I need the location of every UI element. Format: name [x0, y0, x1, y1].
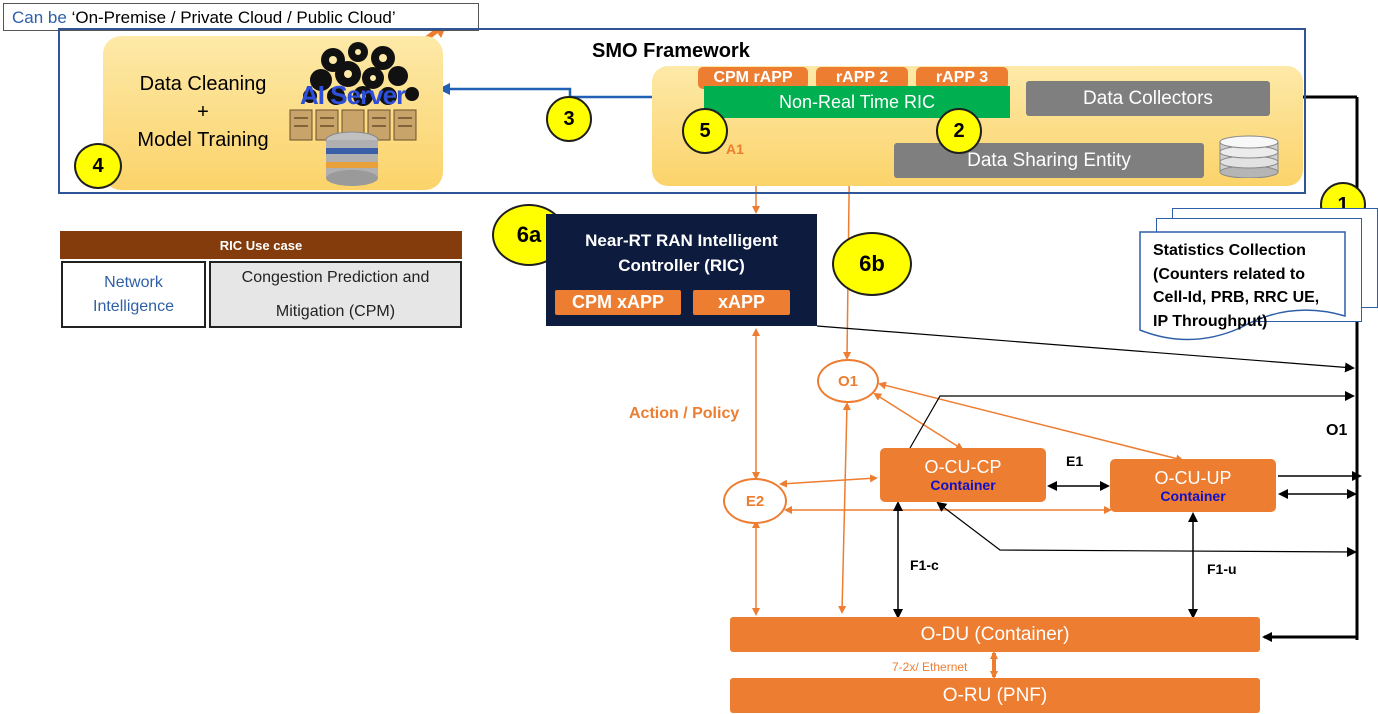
data-sharing-entity[interactable]: Data Sharing Entity: [894, 143, 1204, 178]
use-case-header: RIC Use case: [60, 231, 462, 259]
database-icon: [1218, 134, 1280, 178]
ai-training-text: Data Cleaning + Model Training: [118, 70, 288, 154]
a1-label: A1: [726, 141, 744, 157]
ai-line3: Model Training: [137, 129, 269, 151]
f1u-label: F1-u: [1207, 561, 1237, 577]
badge-6b: 6b: [832, 232, 912, 296]
stats-line3: Cell-Id, PRB, RRC UE,: [1153, 289, 1320, 306]
ai-server-graphic: [288, 38, 438, 188]
o-ru[interactable]: O-RU (PNF): [730, 678, 1260, 713]
ocuup-sub: Container: [1160, 487, 1226, 504]
use-case-col2: Congestion Prediction and Mitigation (CP…: [209, 261, 462, 328]
action-policy-label: Action / Policy: [629, 405, 740, 422]
badge-4: 4: [74, 143, 122, 189]
ai-server-label: AI Server: [300, 80, 406, 110]
col1-line1: Network: [104, 273, 163, 291]
ocucp-title: O-CU-CP: [924, 457, 1002, 477]
stats-text: Statistics Collection (Counters related …: [1153, 239, 1319, 333]
data-collectors[interactable]: Data Collectors: [1026, 81, 1270, 116]
xapp-cpm[interactable]: CPM xAPP: [555, 290, 681, 315]
callout-text: ‘On-Premise / Private Cloud / Public Clo…: [71, 8, 396, 27]
stats-line2: (Counters related to: [1153, 265, 1306, 283]
badge-5: 5: [682, 108, 728, 154]
badge-3: 3: [546, 96, 592, 142]
smo-framework-container: [58, 28, 1306, 194]
o-cu-up[interactable]: O-CU-UP Container: [1110, 459, 1276, 512]
o1-bus-label: O1: [1326, 422, 1348, 439]
near-rt-title: Near-RT RAN Intelligent Controller (RIC): [556, 228, 807, 278]
col2-line1: Congestion Prediction and: [241, 268, 430, 286]
col1-line2: Intelligence: [93, 297, 174, 315]
use-case-col1: Network Intelligence: [61, 261, 206, 328]
gear-cluster-icon: [289, 42, 419, 186]
e2-oval[interactable]: E2: [723, 478, 787, 524]
rapp-3[interactable]: rAPP 3: [916, 67, 1008, 89]
col2-line2: Mitigation (CPM): [275, 302, 396, 320]
near-rt-line2: Controller (RIC): [618, 256, 745, 275]
ai-to-ric-arrow: [438, 83, 704, 103]
cloud-callout: Can be ‘On-Premise / Private Cloud / Pub…: [3, 3, 479, 31]
near-rt-line1: Near-RT RAN Intelligent: [585, 231, 778, 250]
badge-2: 2: [936, 108, 982, 154]
o1-oval[interactable]: O1: [817, 359, 879, 403]
f1c-label: F1-c: [910, 557, 939, 573]
ai-line2: +: [197, 101, 209, 123]
stats-line4: IP Throughput): [1153, 312, 1268, 330]
rapp-2[interactable]: rAPP 2: [816, 67, 908, 89]
e1-label: E1: [1066, 453, 1084, 469]
rapp-cpm[interactable]: CPM rAPP: [698, 67, 808, 89]
ai-line1: Data Cleaning: [139, 73, 267, 95]
ethernet-label: 7-2x/ Ethernet: [892, 660, 968, 674]
smo-title: SMO Framework: [592, 40, 750, 62]
callout-prefix: Can be: [12, 8, 67, 27]
ocucp-sub: Container: [930, 477, 996, 493]
stats-line1: Statistics Collection: [1153, 242, 1306, 259]
use-case-table: RIC Use case Network Intelligence Conges…: [60, 231, 462, 329]
o-du[interactable]: O-DU (Container): [730, 617, 1260, 652]
ocuup-title: O-CU-UP: [1154, 467, 1232, 488]
o-cu-cp[interactable]: O-CU-CP Container: [880, 448, 1046, 502]
xapp-generic[interactable]: xAPP: [693, 290, 790, 315]
